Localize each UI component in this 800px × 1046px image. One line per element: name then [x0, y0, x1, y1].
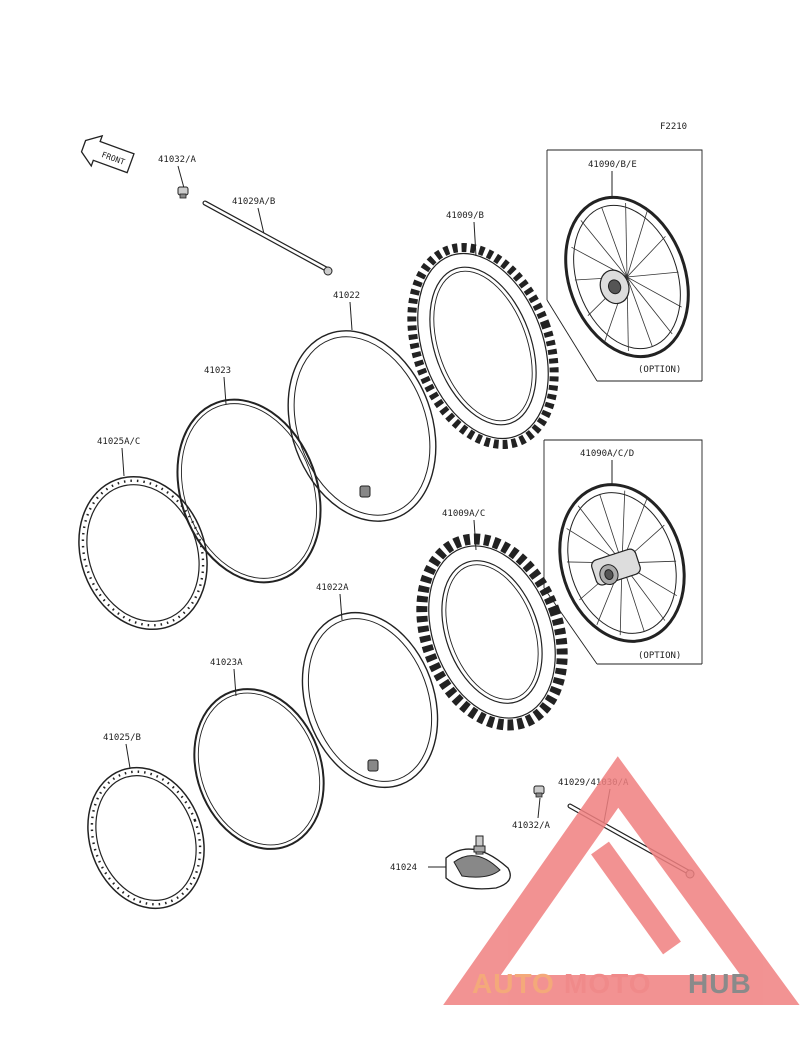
rim-bottom — [87, 766, 205, 910]
tire-knobby-bottom — [416, 533, 568, 731]
leader-41032a-top — [177, 165, 185, 189]
option-bracket-bottom — [544, 439, 703, 664]
spoked-wheel-top — [564, 195, 690, 359]
label-41009ac: 41009A/C — [442, 509, 485, 519]
leader-41032a-bottom — [537, 797, 541, 819]
nipple-bolt-top — [177, 186, 189, 199]
label-41025ac: 41025A/C — [97, 437, 140, 447]
front-arrow-icon: FRONT — [80, 134, 135, 174]
option-label-top: (OPTION) — [638, 365, 681, 375]
label-41090be: 41090/B/E — [588, 160, 637, 170]
option-label-bottom: (OPTION) — [638, 651, 681, 661]
watermark-part-moto: MOTO — [564, 968, 651, 999]
spoked-wheel-bottom — [558, 483, 686, 643]
rim-band-bottom — [193, 688, 325, 850]
leader-41023a — [233, 668, 237, 697]
option-bracket-top — [547, 149, 703, 381]
label-41022: 41022 — [333, 291, 360, 301]
rim-lock — [445, 835, 511, 890]
tube-valve-bottom — [367, 759, 379, 772]
leader-41025ac — [121, 447, 125, 477]
rim-band-top — [176, 398, 322, 584]
label-41023: 41023 — [204, 366, 231, 376]
label-41032a-top: 41032/A — [158, 155, 197, 165]
label-41022a: 41022A — [316, 583, 349, 593]
label-41032a-bottom: 41032/A — [512, 821, 551, 831]
nipple-bolt-bottom — [533, 785, 545, 798]
label-41029ab: 41029A/B — [232, 197, 275, 207]
inner-tube-top — [287, 330, 437, 522]
leader-41029ab — [257, 207, 265, 235]
leader-41025b — [125, 743, 131, 769]
label-41090acd: 41090A/C/D — [580, 449, 634, 459]
leader-41022 — [349, 301, 353, 331]
label-41009b: 41009/B — [446, 211, 484, 221]
watermark-text: AUTO MOTO HUB — [472, 968, 752, 999]
watermark-part-auto: AUTO — [472, 968, 555, 999]
label-41023a: 41023A — [210, 658, 243, 668]
label-41024: 41024 — [390, 863, 417, 873]
figure-code: F2210 — [660, 122, 687, 132]
axle-top — [202, 200, 333, 276]
tube-valve-top — [359, 485, 371, 498]
rim-top — [78, 475, 208, 631]
leader-41022a — [339, 593, 343, 621]
watermark-logo-icon — [443, 756, 800, 1005]
leader-41009b — [473, 221, 477, 257]
watermark-part-hub: HUB — [688, 968, 752, 999]
label-41029-41030a: 41029/41030/A — [558, 778, 629, 788]
tire-knobby-top — [407, 243, 559, 449]
inner-tube-bottom — [301, 611, 439, 789]
label-41025b: 41025/B — [103, 733, 141, 743]
